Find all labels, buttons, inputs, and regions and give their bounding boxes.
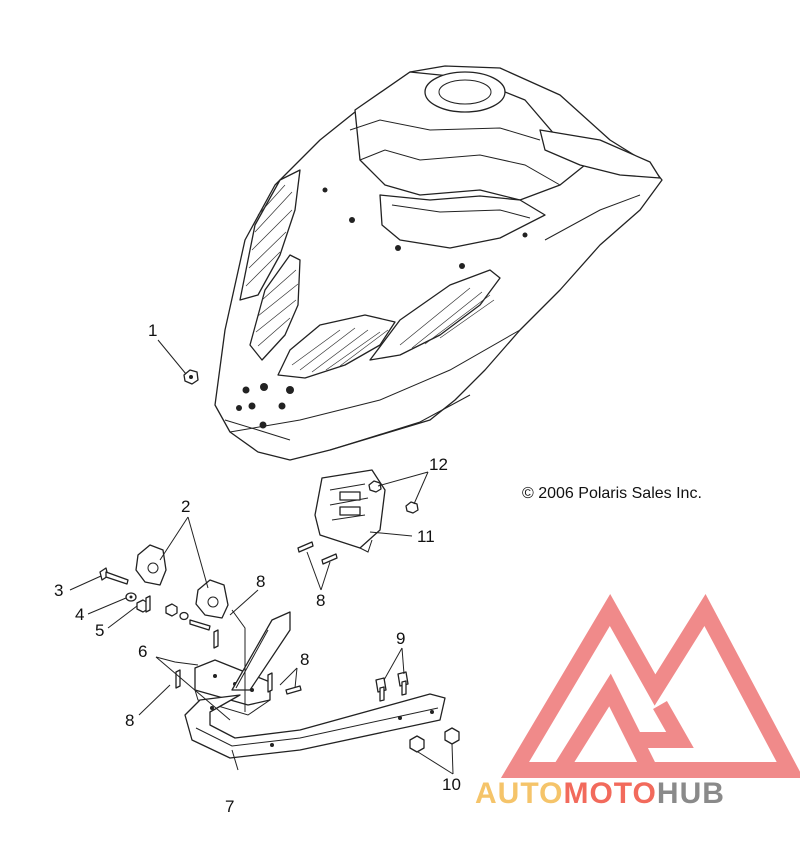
windshield-base (379, 194, 546, 249)
callout-4: 4 (75, 605, 84, 624)
watermark-logo: AUTOMOTOHUB (475, 594, 800, 810)
part-5-hardware-center (145, 595, 211, 631)
part-8-screws-bracket (297, 541, 338, 565)
hood-left-lower-vent (249, 254, 301, 361)
part-2-brackets (135, 544, 229, 619)
callout-8-upper: 8 (256, 572, 265, 591)
hood-right-grille (369, 269, 501, 361)
callout-8-bracket: 8 (316, 591, 325, 610)
callout-9: 9 (396, 629, 405, 648)
watermark-word-auto: AUTO (475, 777, 563, 810)
watermark-triangle-mark (500, 594, 800, 778)
callout-3: 3 (54, 581, 63, 600)
part-12-nuts (368, 480, 419, 514)
svg-text:AUTOMOTOHUB: AUTOMOTOHUB (475, 777, 725, 810)
hood-left-vent (239, 169, 301, 301)
callout-10: 10 (442, 775, 461, 794)
callout-6: 6 (138, 642, 147, 661)
hood-mounting-holes (236, 187, 528, 429)
callout-8-left: 8 (125, 711, 134, 730)
callout-labels: 1 2 3 4 5 6 7 8 8 8 8 9 10 11 12 (54, 321, 461, 816)
callout-11: 11 (417, 527, 435, 546)
callout-8-right: 8 (300, 650, 309, 669)
leader-lines (69, 339, 454, 775)
watermark-word-hub: HUB (657, 777, 725, 810)
hood-right-trim (539, 129, 661, 179)
part-1-nut (183, 369, 199, 385)
callout-7: 7 (225, 797, 234, 816)
gauge-pod (424, 71, 506, 113)
copyright-notice: © 2006 Polaris Sales Inc. (522, 485, 702, 502)
hood-assembly (214, 65, 663, 461)
part-4-washer (125, 592, 137, 602)
callout-2: 2 (181, 497, 190, 516)
hood-center-grille (277, 314, 396, 379)
callout-12: 12 (429, 455, 448, 474)
callout-1: 1 (148, 321, 157, 340)
callout-5: 5 (95, 621, 104, 640)
part-3-bolt (99, 567, 129, 585)
part-9-bolts (375, 671, 409, 702)
part-10-nuts (409, 727, 460, 753)
part-7-bumper (184, 611, 446, 759)
watermark-word-moto: MOTO (563, 777, 656, 810)
part-11-mount-bracket (314, 469, 386, 553)
